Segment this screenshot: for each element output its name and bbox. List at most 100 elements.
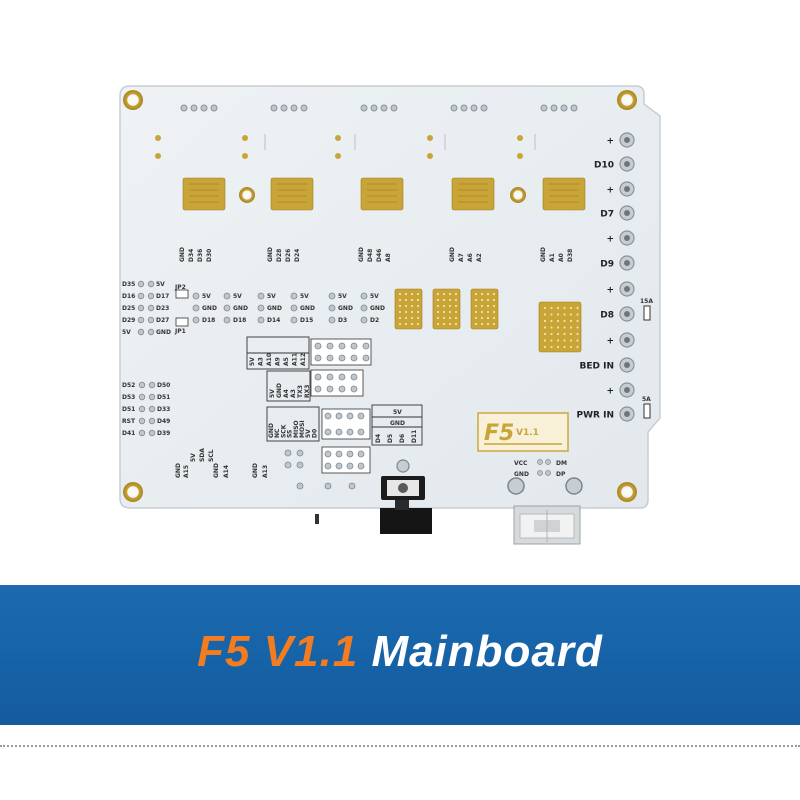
pin-pad: [223, 304, 231, 312]
perf-hole: [543, 345, 547, 349]
driver-pin-label: D34: [188, 249, 195, 262]
perf-hole: [550, 306, 553, 310]
pin-pad: [338, 354, 346, 362]
perf-hole: [563, 306, 566, 310]
pin-pad: [148, 405, 156, 413]
pin-pad: [192, 304, 200, 312]
perf-hole: [480, 304, 484, 308]
left-pin-label: 5V: [156, 281, 165, 288]
driver-pin-label: A7: [458, 253, 465, 262]
pin-pad: [346, 412, 354, 420]
header-a-label: A11: [292, 353, 299, 366]
perf-hole: [576, 313, 579, 316]
perf-hole: [543, 313, 547, 316]
header-c-label: MISO: [293, 420, 300, 438]
header-d-label: D4: [375, 434, 382, 443]
pin-pad: [328, 304, 336, 312]
perf-hole: [486, 304, 490, 308]
perf-hole: [410, 292, 414, 296]
endstop-pin-label: GND: [300, 305, 315, 312]
header-c-label: D0: [311, 429, 318, 438]
pin-pad: [148, 417, 156, 425]
left-pin-label: D35: [122, 281, 135, 288]
pin-pad: [137, 280, 145, 288]
header-b-label: A4: [283, 389, 290, 398]
driver-pin-label: A2: [476, 253, 483, 262]
perf-hole: [563, 319, 566, 323]
perf-hole: [492, 310, 496, 314]
pin-pad: [328, 292, 336, 300]
pin-pad: [326, 342, 334, 350]
pin-pad: [147, 328, 155, 336]
fuse-label-5a: 5A: [642, 396, 651, 403]
perf-hole: [486, 316, 490, 320]
header-c-label: SCK: [280, 424, 287, 438]
right-header-label: +: [606, 286, 614, 296]
header-a-label: A3: [258, 357, 265, 366]
left-pin-label: RST: [122, 418, 136, 425]
perf-hole: [563, 345, 566, 349]
pin-pad: [138, 393, 146, 401]
pin-pad: [147, 292, 155, 300]
right-header-label: D7: [600, 210, 614, 220]
perf-hole: [448, 310, 452, 314]
pin-pad: [362, 354, 370, 362]
bottom-pin-label: SCL: [208, 449, 215, 462]
perf-hole: [404, 298, 408, 302]
banner-model: F5 V1.1: [197, 627, 359, 676]
bottom-pin-label: GND: [213, 463, 220, 478]
perf-hole: [550, 319, 553, 323]
pin-pad: [138, 417, 146, 425]
pin-pad: [328, 316, 336, 324]
driver-pin-label: D38: [567, 249, 574, 262]
left-pin-label: D17: [156, 293, 169, 300]
bottom-pin-label: SDA: [199, 448, 206, 462]
perf-hole: [404, 322, 408, 326]
perf-hole: [398, 304, 402, 308]
left-pin-label: D25: [122, 305, 135, 312]
right-header-label: BED IN: [580, 362, 615, 372]
pin-pad: [360, 316, 368, 324]
pin-pad: [137, 316, 145, 324]
perf-hole: [556, 306, 560, 310]
pin-pad: [326, 354, 334, 362]
perf-hole: [404, 292, 408, 296]
perf-hole: [563, 313, 566, 316]
header-a-label: A9: [275, 357, 282, 366]
left-pin-label: D50: [157, 382, 170, 389]
right-header: +D10+D7+D9+D8+BED IN+PWR IN: [577, 132, 635, 422]
banner-product: Mainboard: [371, 627, 603, 676]
perf-hole: [569, 332, 573, 336]
perf-hole: [416, 304, 420, 308]
perf-hole: [416, 310, 420, 314]
perf-hole: [550, 339, 553, 342]
pin-pad: [335, 412, 343, 420]
left-pin-label: D51: [157, 394, 170, 401]
usb-dp: DP: [556, 471, 566, 478]
perf-hole: [398, 292, 402, 296]
perf-hole: [556, 332, 560, 336]
left-pin-label: D41: [122, 430, 135, 437]
endstop-pin-label: D3: [338, 317, 347, 324]
perf-hole: [550, 332, 553, 336]
bottom-pin-label: GND: [252, 463, 259, 478]
perf-hole: [410, 298, 414, 302]
pin-pad: [338, 342, 346, 350]
perf-hole: [448, 316, 452, 320]
pin-pad: [148, 429, 156, 437]
endstop-pin-label: 5V: [300, 293, 309, 300]
perf-hole: [576, 319, 579, 323]
perf-hole: [474, 322, 478, 326]
right-header-label: +: [606, 137, 614, 147]
endstop-pin-label: D18: [233, 317, 246, 324]
perf-hole: [436, 298, 440, 302]
endstop-pin-label: GND: [370, 305, 385, 312]
pin-pad: [346, 462, 354, 470]
bottom-pin-label: A13: [262, 465, 269, 478]
perf-hole: [404, 304, 408, 308]
pin-pad: [335, 428, 343, 436]
right-header-label: D10: [594, 161, 614, 171]
perf-hole: [543, 306, 547, 310]
